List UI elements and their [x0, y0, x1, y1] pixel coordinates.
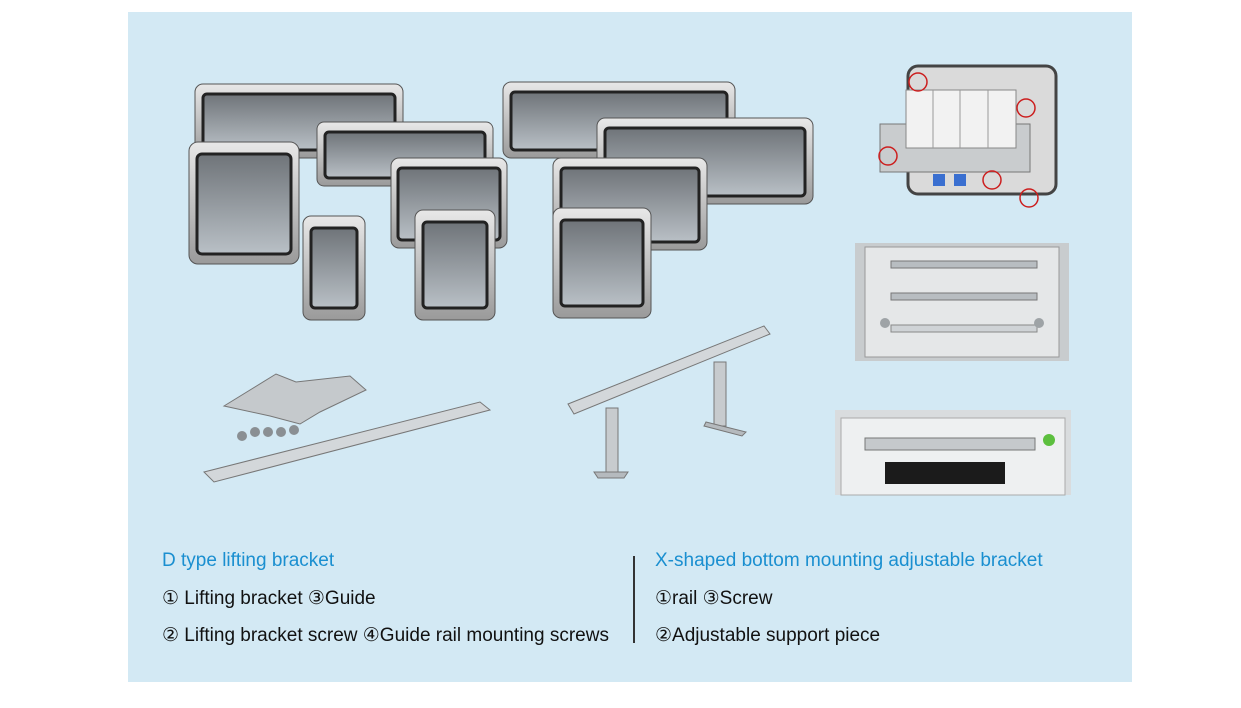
x-bracket-line-2: ②Adjustable support piece — [655, 625, 881, 646]
din-rail-box-interior-image — [855, 243, 1069, 361]
enclosure-product-group-image — [188, 81, 814, 321]
d-type-bracket-line-2: ② Lifting bracket screw ④Guide rail moun… — [162, 625, 609, 646]
section-divider — [633, 556, 635, 643]
d-type-bracket-title: D type lifting bracket — [162, 550, 335, 571]
x-shaped-bracket-image — [567, 325, 771, 479]
d-type-bracket-parts-image — [203, 373, 492, 483]
x-bracket-line-1: ①rail ③Screw — [655, 588, 773, 609]
d-type-bracket-line-1: ① Lifting bracket ③Guide — [162, 588, 376, 609]
x-bracket-title: X-shaped bottom mounting adjustable brac… — [655, 550, 1043, 571]
rail-closeup-image — [835, 410, 1071, 496]
breaker-enclosure-image — [878, 64, 1058, 208]
